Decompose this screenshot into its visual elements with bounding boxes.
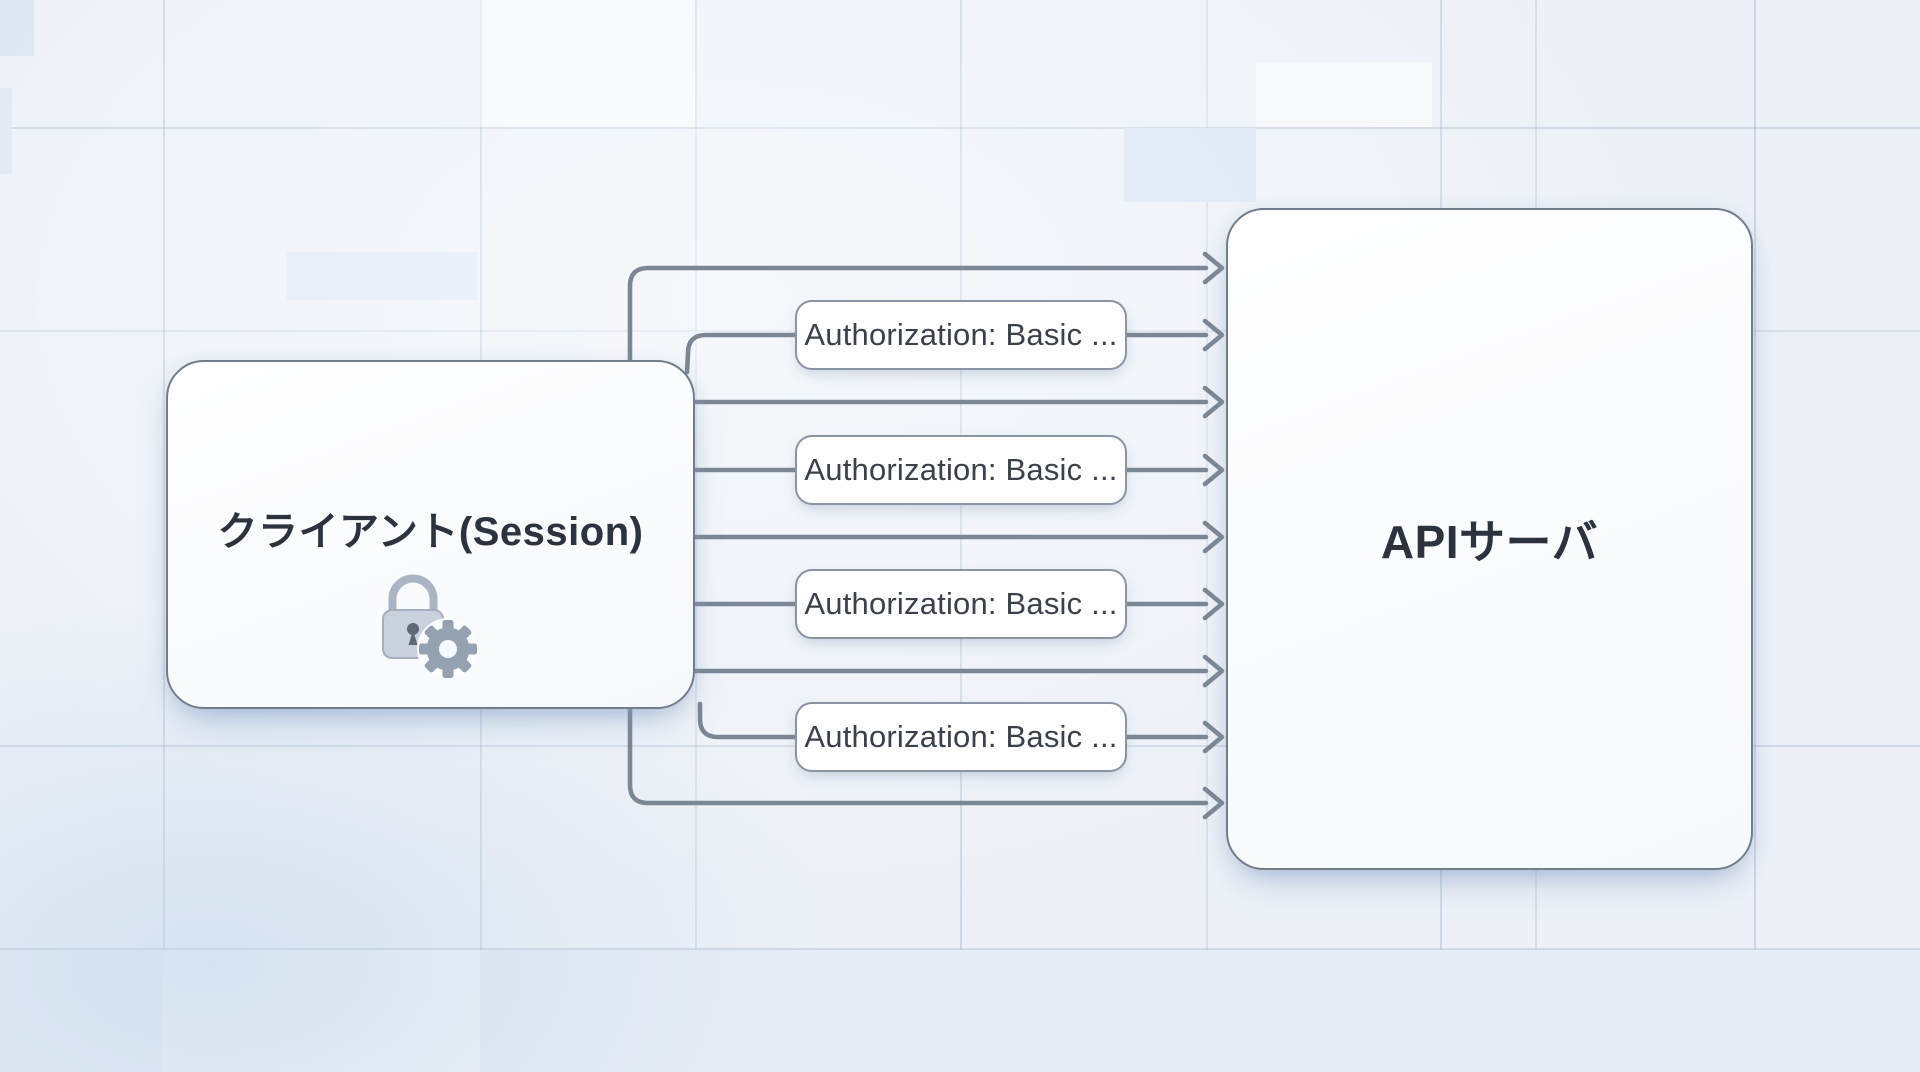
- gear-icon: [416, 618, 479, 680]
- edge-label-authorization-basic-4: Authorization: Basic ...: [795, 702, 1127, 772]
- edge-label-authorization-basic-1: Authorization: Basic ...: [795, 300, 1127, 370]
- edge-label-text: Authorization: Basic ...: [804, 317, 1118, 352]
- edge-label-authorization-basic-2: Authorization: Basic ...: [795, 435, 1127, 505]
- edge-label-text: Authorization: Basic ...: [804, 452, 1118, 487]
- lock-shackle: [388, 574, 437, 616]
- edge-label-text: Authorization: Basic ...: [804, 586, 1118, 621]
- lock-gear-icon: [381, 574, 479, 680]
- edge-label-authorization-basic-3: Authorization: Basic ...: [795, 569, 1127, 639]
- api-server-node: APIサーバ: [1226, 208, 1753, 870]
- api-server-node-title: APIサーバ: [1380, 516, 1599, 568]
- client-node-title: クライアント(Session): [217, 510, 644, 554]
- edge-label-text: Authorization: Basic ...: [804, 719, 1118, 754]
- client-node: クライアント(Session): [166, 360, 695, 709]
